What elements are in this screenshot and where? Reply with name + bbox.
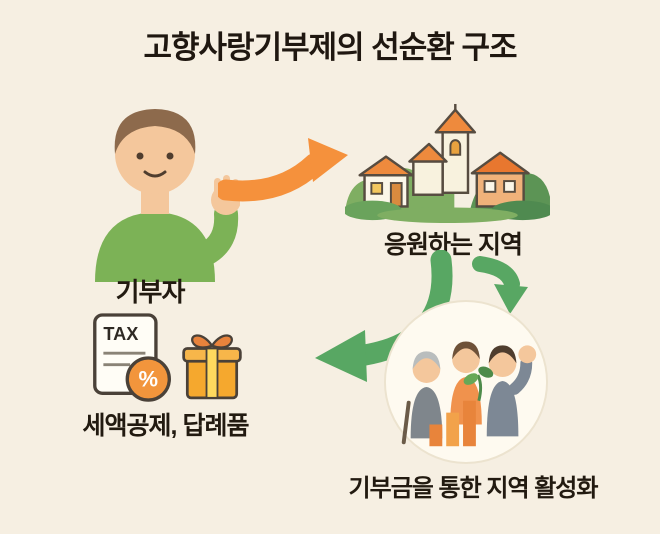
tax-text: TAX: [103, 324, 138, 344]
revitalization-label: 기부금을 통한 지역 활성화: [348, 475, 599, 502]
donor-label: 기부자: [115, 277, 186, 307]
people-growth-illustration: [383, 299, 549, 465]
benefits-label: 세액공제, 답례품: [82, 412, 250, 440]
revitalization-icon: [382, 298, 550, 466]
region-label: 응원하는 지역: [384, 231, 523, 259]
tax-calculator-icon: TAX %: [90, 310, 176, 406]
percent-text: %: [139, 367, 159, 392]
region-village-icon: [345, 103, 550, 225]
gift-box-icon: [180, 326, 244, 402]
arrow-region-to-revitalization-icon: [470, 256, 532, 316]
waving-person-illustration: [95, 109, 240, 282]
arrow-donor-to-region-icon: [218, 134, 350, 210]
page-title: 고향사랑기부제의 선순환 구조: [143, 30, 518, 65]
village-illustration: [345, 103, 550, 224]
donor-person-icon: [70, 92, 240, 282]
